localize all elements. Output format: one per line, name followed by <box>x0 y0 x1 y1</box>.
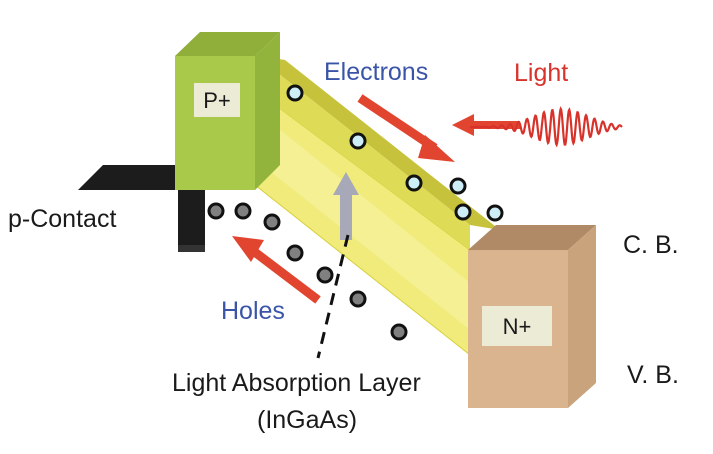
light-wave-icon <box>470 106 623 148</box>
cb-label: C. B. <box>623 231 679 259</box>
n-plus-label-box <box>482 306 552 346</box>
p-plus-label: P+ <box>203 88 231 113</box>
n-plus-label: N+ <box>503 314 532 339</box>
generation-arrow <box>333 172 359 240</box>
hole-icon <box>316 266 334 284</box>
electron-icon <box>286 84 304 102</box>
vb-label: V. B. <box>627 361 679 389</box>
electron-icon <box>486 204 504 222</box>
absorption-layer-label: Light Absorption Layer <box>172 369 421 397</box>
electron-icon <box>449 177 467 195</box>
p-plus-label-box <box>194 83 240 117</box>
hole-icon <box>234 202 252 220</box>
hole-icon <box>349 290 367 308</box>
holes-group <box>207 202 408 341</box>
absorption-layer-sublabel: (InGaAs) <box>257 406 357 434</box>
p-contact-label: p-Contact <box>8 205 116 233</box>
electron-icon <box>349 132 367 150</box>
electrons-group <box>286 84 504 222</box>
electron-icon <box>405 174 423 192</box>
p-plus-block <box>175 32 280 190</box>
absorption-pointer-line <box>316 234 350 359</box>
hole-icon <box>390 323 408 341</box>
light-label: Light <box>514 59 568 87</box>
hole-icon <box>207 202 225 220</box>
hole-icon <box>263 213 281 231</box>
hole-direction-arrow <box>232 236 321 304</box>
holes-label: Holes <box>221 297 285 325</box>
electrons-label: Electrons <box>324 58 428 86</box>
electron-icon <box>454 203 472 221</box>
absorption-layer <box>254 55 500 357</box>
hole-icon <box>286 244 304 262</box>
electron-direction-arrow <box>357 94 455 162</box>
